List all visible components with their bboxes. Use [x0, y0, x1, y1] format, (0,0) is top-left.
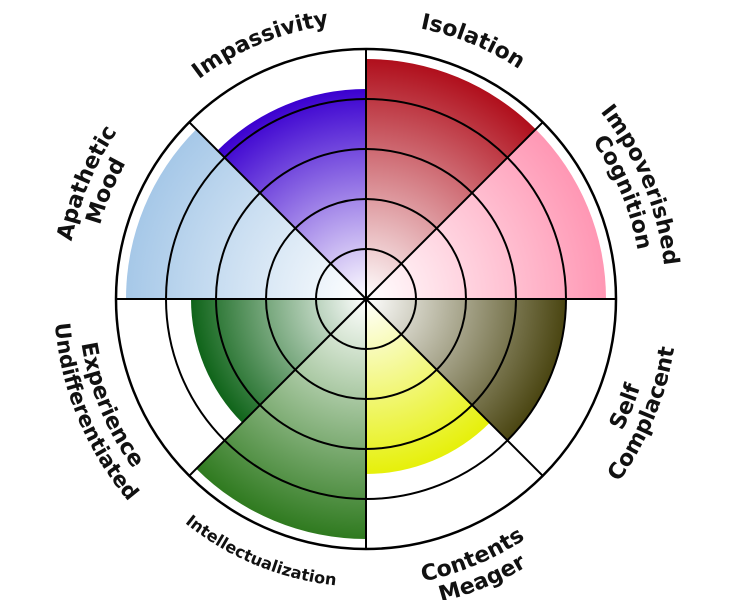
grid-layer [114, 47, 618, 551]
wedge-impoverished-cognition [366, 129, 606, 299]
grid-spoke-8 [188, 121, 367, 300]
wedges-layer [126, 59, 606, 539]
wedge-undifferentiated-experience [191, 299, 366, 423]
wedge-apathetic-mood [126, 129, 366, 299]
wedge-complacent-self [366, 299, 566, 441]
grid-spoke-6 [188, 298, 367, 477]
label-isolation-line-1: Isolation [419, 10, 529, 75]
grid-spoke-2 [365, 121, 544, 300]
wedge-impassivity [217, 89, 366, 299]
wedge-isolation [366, 59, 536, 299]
wedge-intellectualization [196, 299, 366, 539]
label-isolation: Isolation [419, 10, 529, 75]
grid-spoke-4 [365, 298, 544, 477]
wedge-meager-contents [366, 299, 490, 474]
